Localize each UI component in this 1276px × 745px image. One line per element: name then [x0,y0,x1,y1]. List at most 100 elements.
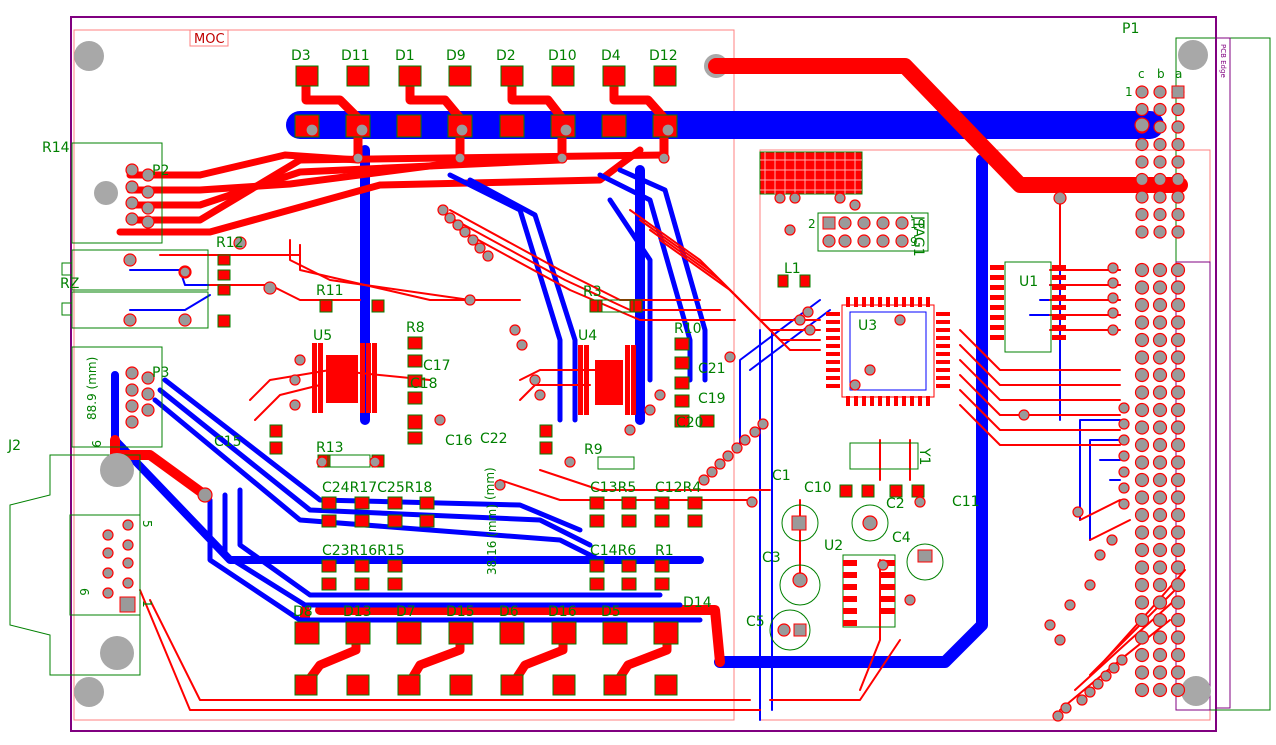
db9-pin9-label: 9 [89,440,103,448]
mounting-hole [74,677,104,707]
c4-label: C4 [892,530,911,546]
p1-pin [1170,385,1186,400]
p1-pin [1134,682,1150,698]
led-pad [294,621,320,645]
p1-pin [1171,120,1185,134]
p1-pin [1153,137,1167,152]
jtag-pin2-label: 2 [808,217,816,231]
p1-pin [1134,437,1150,453]
p1-pin [1170,262,1186,278]
p1-pin [1152,507,1168,523]
p1-pin [1170,542,1186,558]
c13-row-label: C13R5 [590,480,636,496]
c1-label: C1 [772,468,791,484]
p1-pin [1171,190,1185,204]
p1-pin [1170,577,1186,593]
u1-label: U1 [1019,274,1038,290]
p1-pin [1134,560,1150,575]
rz-label: RZ [60,276,79,292]
p1-pin-header [1134,85,1186,698]
c24-row-label: C24R17C25R18 [322,480,432,496]
led-pad [500,65,524,87]
r11-label: R11 [316,283,344,299]
p1-pin [1170,507,1186,523]
p1-pin [1170,682,1186,698]
c12-row-label: C12R4 [655,480,701,496]
led-label-d2: D2 [496,48,516,64]
p1-pin [1152,612,1168,628]
p1-pin [1152,455,1168,470]
p1-pin [1135,225,1149,239]
p1-pin [1134,385,1150,400]
p1-pin [1170,647,1186,663]
p1-pin [1152,262,1168,278]
dim-middle-label: 38.16 (mm) [485,504,499,575]
jtag-pin10-label: 10 [910,217,925,231]
r1-label: R1 [655,543,674,559]
led-label-d10: D10 [548,48,577,64]
p1-pin [1152,315,1168,330]
p1-pin [1170,630,1186,645]
mounting-hole [1181,676,1211,706]
led-pad [551,621,577,645]
p1-pin [1134,577,1150,593]
u2-and-caps [769,504,944,651]
c17-label: C17 [423,358,451,374]
led-label-d11: D11 [341,48,370,64]
p1-pin [1170,665,1186,680]
p1-pin [1134,542,1150,558]
led-label-d13: D13 [343,604,372,620]
led-pad [346,674,370,696]
led-label-d9: D9 [446,48,466,64]
p1-pin [1170,350,1186,365]
led-pad [398,65,422,87]
led-label-d14: D14 [683,595,712,611]
c20-label: C20 [676,415,704,431]
p1-pin [1135,137,1149,152]
p1-pin [1152,420,1168,435]
p1-pin [1134,402,1150,418]
p1-pin [1152,630,1168,645]
p1-pin [1170,525,1186,540]
p1-pin [1171,102,1185,117]
p1-pin [1135,102,1149,117]
p1-pin [1152,490,1168,505]
pcb-edge-label: PCB Edge [1219,44,1227,78]
u4-ic [578,345,636,415]
u3-mcu [826,297,950,406]
p1-pin [1134,507,1150,523]
j2-label: J2 [7,438,21,454]
c5-label: C5 [746,614,765,630]
p1-pin [1152,350,1168,365]
top-led-bank [294,65,678,138]
u5-label: U5 [313,328,332,344]
c14-row-label: C14R6 [590,543,636,559]
j2-db9-connector [9,453,141,676]
p1-pin [1134,612,1150,628]
led-pad [294,674,318,696]
p1-pin [1152,682,1168,698]
db9-pin5-label: 5 [140,520,154,528]
p1-pin [1153,85,1167,99]
p1-pin [1152,665,1168,680]
p1-pin [1134,332,1150,348]
p1-pin [1134,490,1150,505]
led-pad [448,65,472,87]
p1-pin [1134,315,1150,330]
p1-pin [1134,595,1150,610]
p1-pin [1134,455,1150,470]
p1-pin [1170,332,1186,348]
p1-pin [1170,595,1186,610]
led-pad [603,674,627,696]
l1-label: L1 [784,261,801,277]
c19-label: C19 [698,391,726,407]
c2-label: C2 [886,496,905,512]
p1-pin [1170,315,1186,330]
silkscreen-labels: MOC P1 PCB Edge a b c 1 R14 P2 RZ P3 J2 … [7,21,1227,630]
jtag-label: JTAG1 [910,215,926,257]
moc-region [73,29,735,721]
u5-ic [312,343,377,413]
db9-pin1-label: 1 [140,600,154,608]
p1-pin [1152,560,1168,575]
p1-pin [1152,647,1168,663]
